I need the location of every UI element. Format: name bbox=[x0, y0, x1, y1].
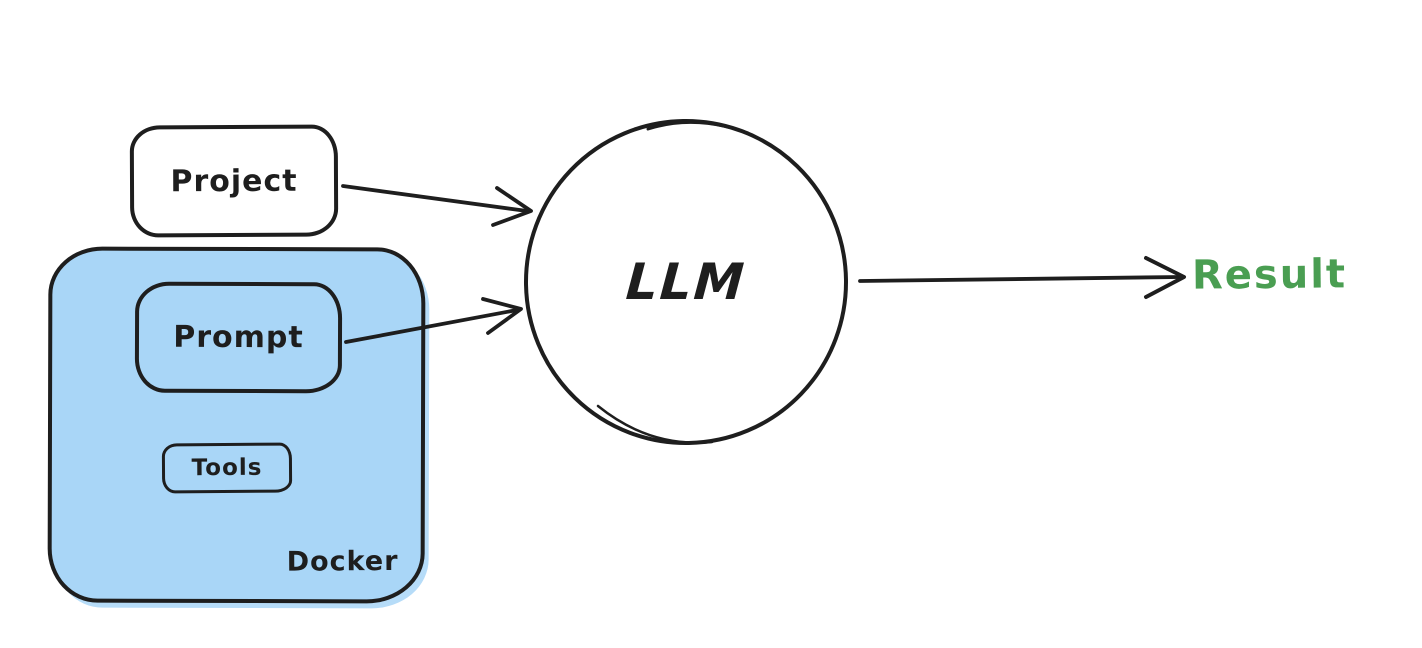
result-label: Result bbox=[1191, 251, 1348, 299]
node-project: Project bbox=[129, 124, 339, 238]
node-tools: Tools bbox=[161, 442, 293, 494]
node-prompt: Prompt bbox=[134, 281, 343, 394]
llm-circle-sketch-stroke bbox=[646, 120, 750, 135]
tools-label: Tools bbox=[191, 454, 263, 482]
llm-circle-sketch-stroke-bottom bbox=[596, 404, 714, 444]
project-label: Project bbox=[170, 163, 298, 199]
prompt-label: Prompt bbox=[173, 319, 304, 356]
docker-label: Docker bbox=[286, 545, 399, 578]
arrow-project-to-llm bbox=[341, 184, 533, 227]
llm-label: LLM bbox=[624, 253, 748, 311]
arrow-llm-to-result bbox=[858, 256, 1186, 299]
